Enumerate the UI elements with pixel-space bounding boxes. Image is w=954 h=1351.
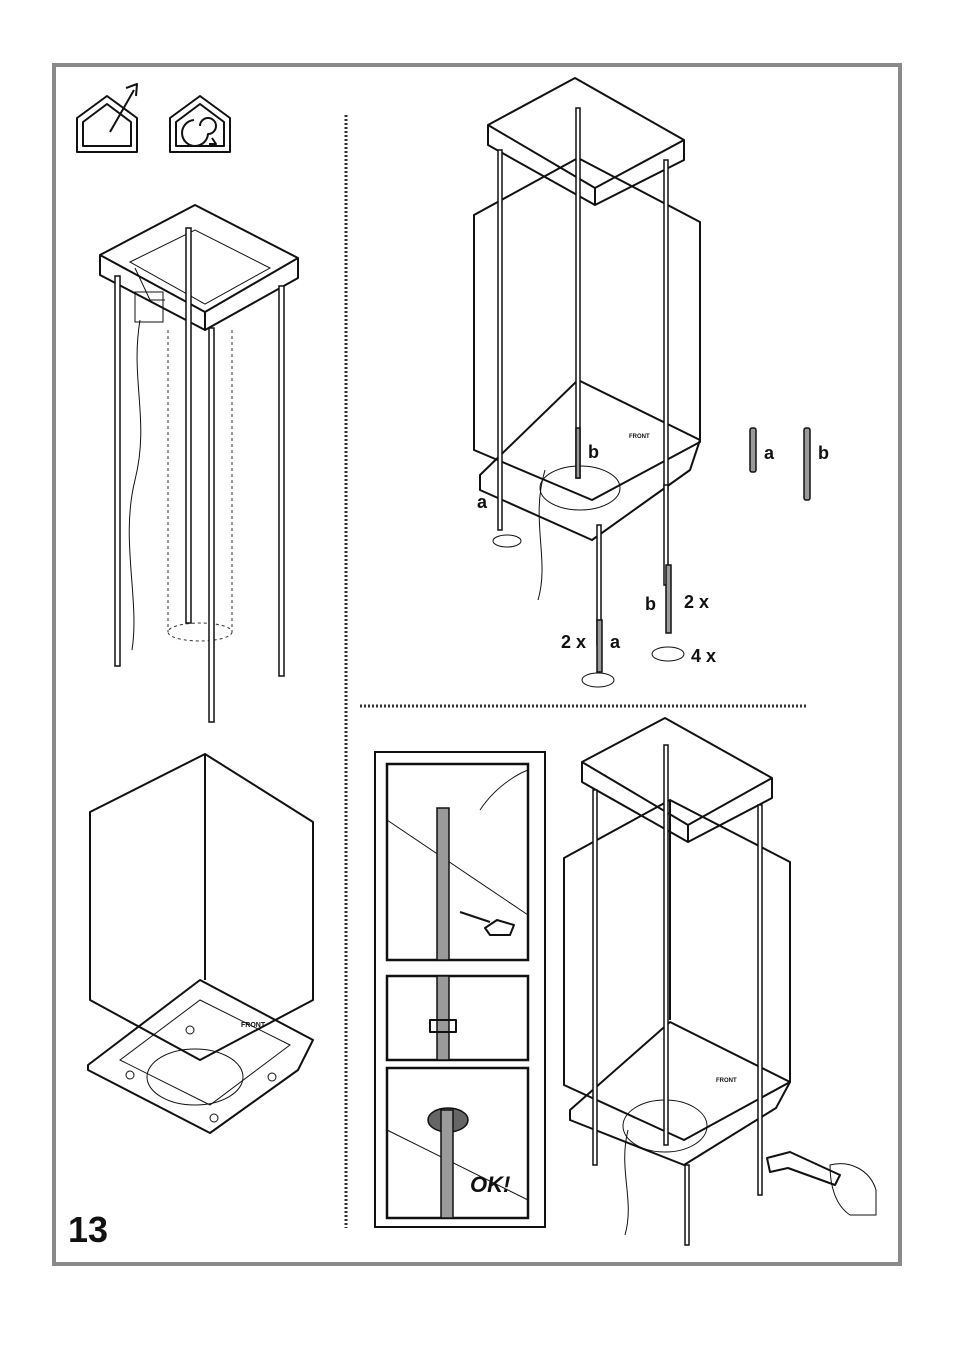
rod-legend: a b	[750, 428, 829, 500]
qty-b-label: b	[645, 594, 656, 614]
panel-ceiling-plate-rods	[100, 205, 298, 722]
front-label-3: FRONT	[716, 1078, 737, 1084]
recirculation-mode-icon	[170, 96, 230, 152]
panel-hood-assembly: FRONT a b b 2 x 2 x a 4 x	[474, 78, 716, 687]
qty-a-label: a	[610, 632, 621, 652]
qty-b-count: 2 x	[684, 592, 709, 612]
rod-b-label: b	[588, 442, 599, 462]
front-label-2: FRONT	[629, 434, 650, 440]
panel-hood-fixing: FRONT	[564, 718, 876, 1245]
panel-cable-grommet-insets: OK!	[375, 752, 545, 1227]
ducted-mode-icon	[77, 84, 137, 152]
ok-label: OK!	[470, 1172, 510, 1197]
legend-b-label: b	[818, 443, 829, 463]
rod-a-label: a	[477, 492, 488, 512]
page-number: 13	[68, 1209, 108, 1250]
qty-screws-count: 4 x	[691, 646, 716, 666]
front-label-1: FRONT	[241, 1022, 266, 1029]
panel-chimney-box: FRONT	[88, 754, 313, 1133]
qty-a-count: 2 x	[561, 632, 586, 652]
legend-a-label: a	[764, 443, 775, 463]
